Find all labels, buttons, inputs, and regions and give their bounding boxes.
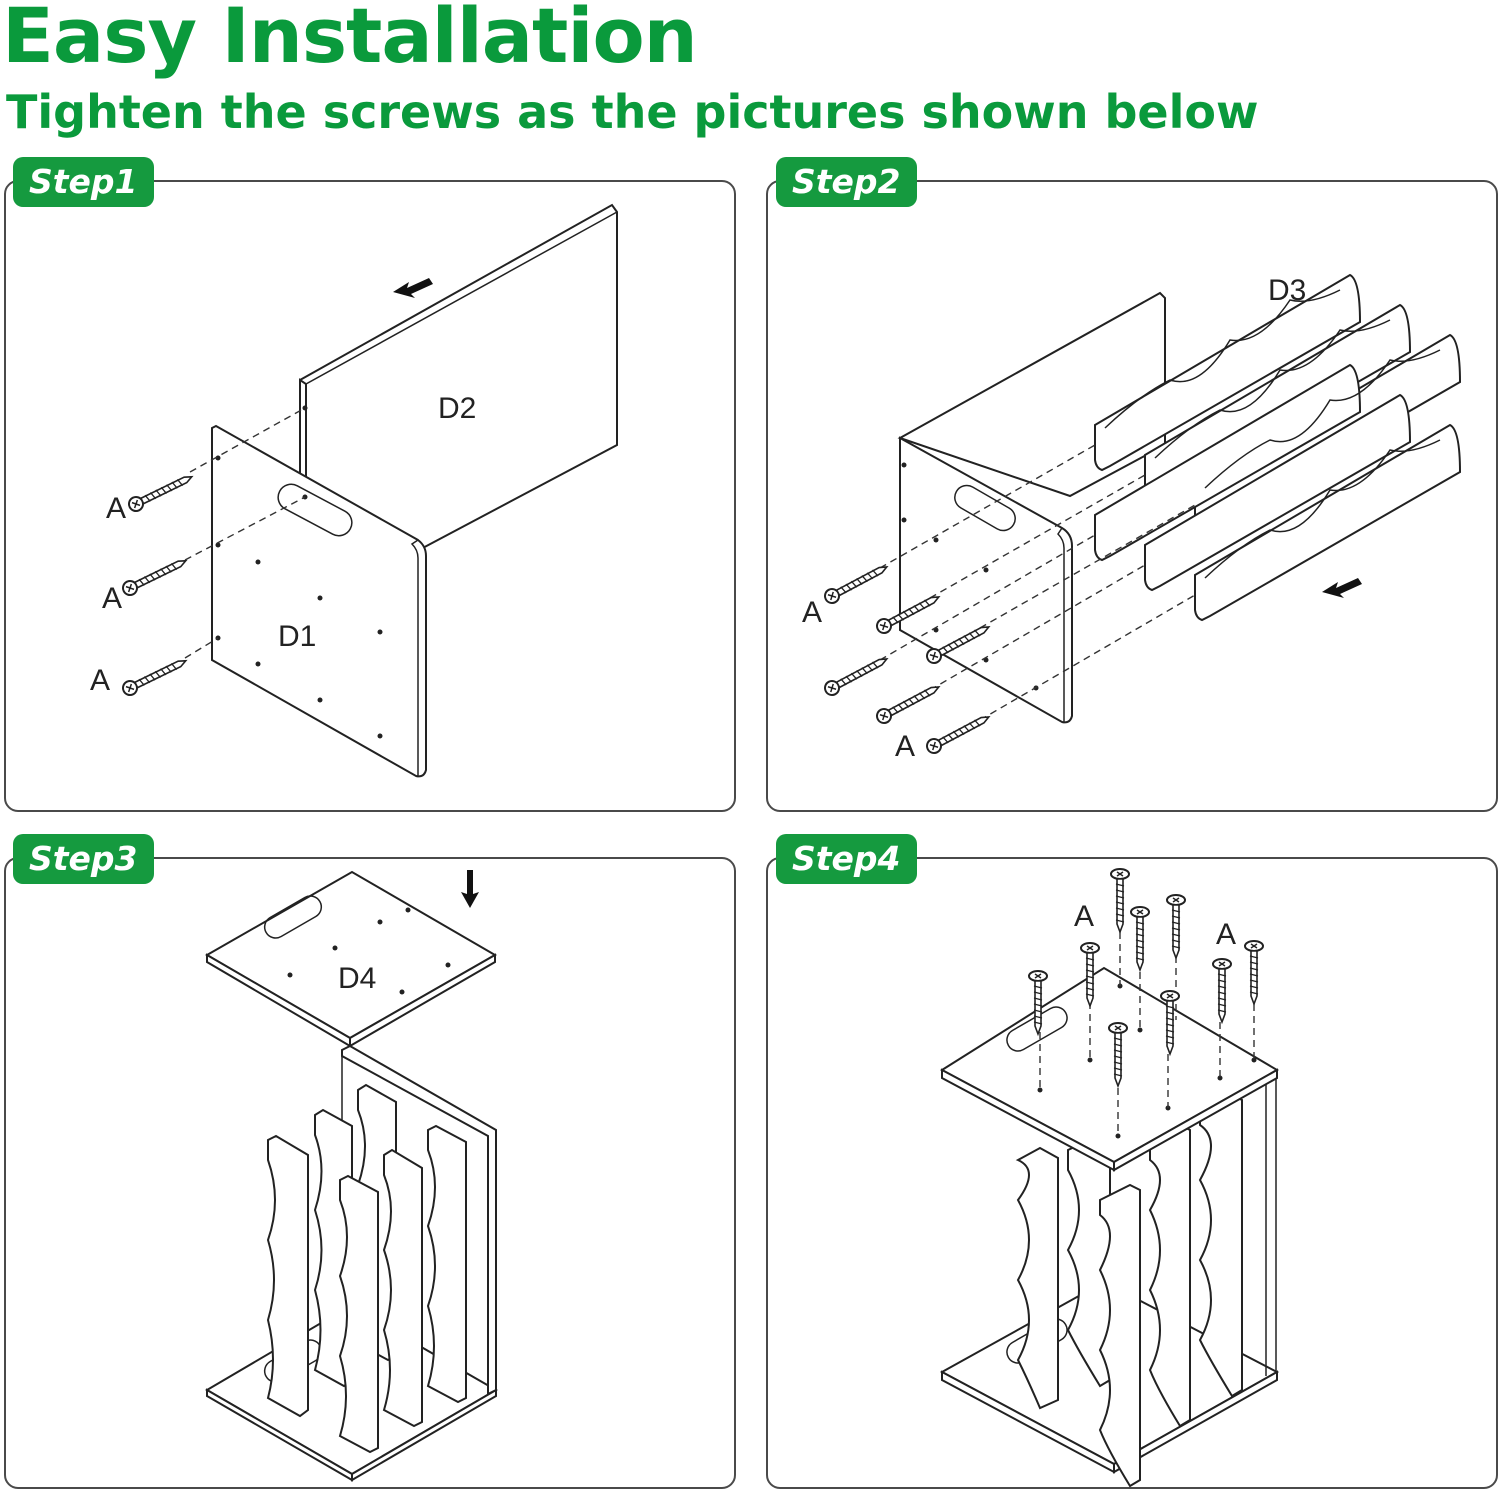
step3-illustration: D4 bbox=[204, 870, 498, 1482]
screw-icon bbox=[1110, 868, 1130, 933]
page-title: Easy Installation bbox=[2, 0, 698, 80]
part-label-d1: D1 bbox=[278, 620, 316, 653]
screw-icon bbox=[1212, 958, 1232, 1023]
arrow-icon bbox=[393, 278, 433, 298]
screw-icon bbox=[1244, 940, 1264, 1005]
screw-label-a: A bbox=[102, 582, 122, 615]
step4-badge: Step4 bbox=[776, 834, 917, 884]
part-label-d2: D2 bbox=[438, 392, 476, 425]
arrow-icon bbox=[1322, 578, 1362, 598]
step2-badge: Step2 bbox=[776, 157, 917, 207]
screw-label-a: A bbox=[1216, 918, 1236, 951]
step2-illustration: D3 A A bbox=[802, 273, 1462, 763]
screw-icon bbox=[821, 651, 892, 699]
arrow-icon bbox=[461, 870, 479, 908]
screw-label-a: A bbox=[895, 730, 915, 763]
step1-illustration: D2 D1 A A A bbox=[90, 203, 618, 778]
part-label-d3: D3 bbox=[1268, 274, 1306, 307]
screw-label-a: A bbox=[802, 596, 822, 629]
part-label-d4: D4 bbox=[338, 962, 376, 995]
screw-icon bbox=[821, 559, 892, 607]
screw-label-a: A bbox=[106, 492, 126, 525]
screw-icon bbox=[119, 553, 190, 599]
screw-label-a: A bbox=[90, 664, 110, 697]
step4-illustration: A A bbox=[939, 868, 1280, 1488]
screw-icon bbox=[125, 469, 196, 515]
screw-icon bbox=[1166, 894, 1186, 959]
step1-badge: Step1 bbox=[13, 157, 154, 207]
screw-icon bbox=[873, 679, 944, 727]
screw-icon bbox=[1130, 906, 1150, 971]
step3-badge: Step3 bbox=[13, 834, 154, 884]
screw-label-a: A bbox=[1074, 900, 1094, 933]
screw-icon bbox=[119, 653, 190, 699]
page-subtitle: Tighten the screws as the pictures shown… bbox=[6, 85, 1259, 139]
screw-icon bbox=[923, 709, 994, 757]
